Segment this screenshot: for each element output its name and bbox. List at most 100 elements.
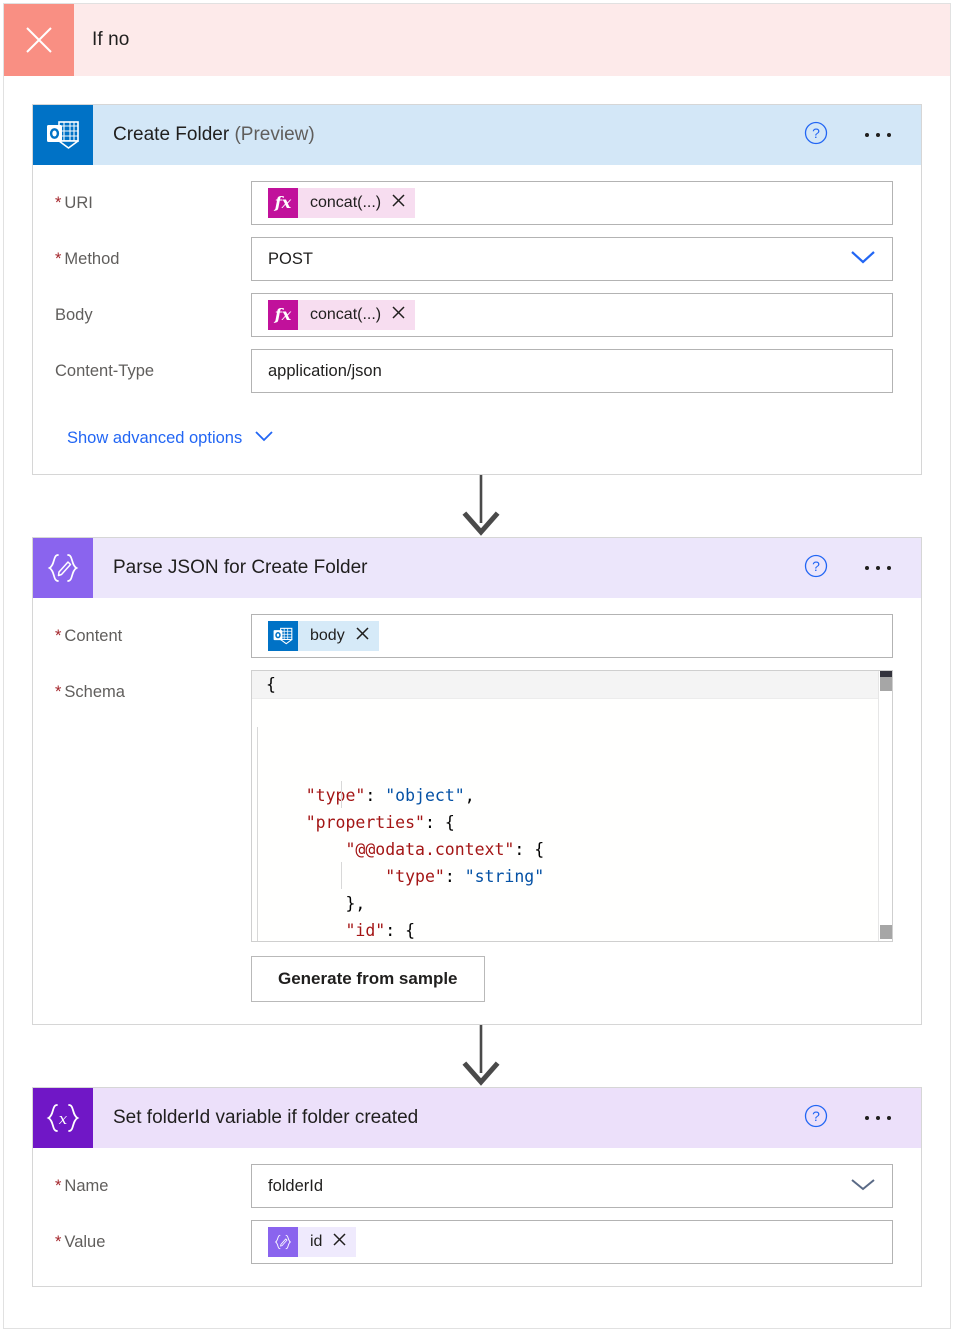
- editor-line: "@@odata.context": {: [266, 836, 892, 863]
- card-create-folder[interactable]: Create Folder (Preview) ? *U: [32, 104, 922, 475]
- schema-json-editor[interactable]: { "type": "object", "properties": { "@@o…: [251, 670, 893, 942]
- help-circle-icon[interactable]: ?: [803, 120, 829, 151]
- if-no-title: If no: [92, 29, 130, 50]
- card-actions-set-variable: ?: [803, 1103, 921, 1134]
- editor-scrollbar[interactable]: [878, 671, 892, 941]
- connector-arrow-2: [4, 1025, 950, 1087]
- editor-code-lines[interactable]: "type": "object", "properties": { "@@oda…: [252, 699, 892, 941]
- generate-from-sample-button[interactable]: Generate from sample: [251, 956, 485, 1002]
- card-title-set-variable: Set folderId variable if folder created: [93, 1107, 803, 1129]
- parse-json-icon: [268, 1227, 298, 1257]
- method-dropdown[interactable]: POST: [251, 237, 893, 281]
- parse-json-icon: [33, 538, 93, 598]
- svg-text:?: ?: [812, 558, 820, 574]
- field-row-name: *Name folderId: [55, 1164, 893, 1208]
- card-parse-json[interactable]: Parse JSON for Create Folder ? *Conten: [32, 537, 922, 1025]
- help-circle-icon[interactable]: ?: [803, 553, 829, 584]
- variable-value-input[interactable]: id: [251, 1220, 893, 1264]
- field-row-method: *Method POST: [55, 237, 893, 281]
- field-control-uri: fx concat(...): [251, 181, 893, 225]
- outlook-icon: [33, 105, 93, 165]
- uri-input[interactable]: fx concat(...): [251, 181, 893, 225]
- remove-token-icon[interactable]: [333, 1233, 346, 1251]
- card-title-preview: (Preview): [234, 124, 315, 145]
- token-label: id: [298, 1227, 357, 1257]
- variable-name-dropdown[interactable]: folderId: [251, 1164, 893, 1208]
- variable-name-value: folderId: [268, 1176, 324, 1195]
- chevron-down-icon[interactable]: [848, 1175, 878, 1198]
- editor-token: "type": [266, 867, 445, 886]
- ellipsis-icon[interactable]: [863, 127, 893, 143]
- editor-token: "@@odata.context": [266, 840, 515, 859]
- field-label-method: *Method: [55, 250, 120, 268]
- card-set-variable[interactable]: x Set folderId variable if folder create…: [32, 1087, 922, 1287]
- field-row-content: *Content: [55, 614, 893, 658]
- body-input[interactable]: fx concat(...): [251, 293, 893, 337]
- show-advanced-options-link[interactable]: Show advanced options: [67, 429, 275, 448]
- token-body[interactable]: body: [268, 621, 379, 651]
- ellipsis-icon[interactable]: [863, 1110, 893, 1126]
- chevron-down-icon[interactable]: [848, 248, 878, 271]
- scrollbar-thumb[interactable]: [880, 677, 892, 691]
- method-value: POST: [268, 249, 313, 268]
- editor-line: "id": {: [266, 917, 892, 941]
- close-branch-button[interactable]: [4, 4, 74, 76]
- indent-guide: [341, 781, 342, 808]
- indent-guide: [341, 862, 342, 889]
- scrollbar-marker-top: [880, 671, 892, 677]
- token-concat-body[interactable]: fx concat(...): [268, 300, 416, 330]
- required-asterisk: *: [55, 194, 62, 212]
- field-control-content: body: [251, 614, 893, 658]
- editor-line: "type": "string": [266, 863, 892, 890]
- editor-token: : {: [424, 813, 455, 832]
- editor-token: "string": [464, 867, 545, 886]
- editor-token: "type": [266, 786, 366, 805]
- chevron-down-icon: [253, 429, 275, 448]
- card-title-text: Set folderId variable if folder created: [113, 1107, 419, 1128]
- card-body-parse-json: *Content: [33, 598, 921, 1024]
- card-header-create-folder[interactable]: Create Folder (Preview) ?: [33, 105, 921, 165]
- field-control-body: fx concat(...): [251, 293, 893, 337]
- editor-token: :: [444, 867, 465, 886]
- card-title-create-folder: Create Folder (Preview): [93, 124, 803, 146]
- card-actions-create-folder: ?: [803, 120, 921, 151]
- editor-token: ,: [464, 786, 475, 805]
- field-row-uri: *URI fx concat(...): [55, 181, 893, 225]
- field-label-name: *Name: [55, 1177, 109, 1195]
- editor-token: "id": [266, 921, 386, 940]
- field-row-content-type: Content-Type application/json: [55, 349, 893, 393]
- content-type-input[interactable]: application/json: [251, 349, 893, 393]
- card-title-text: Parse JSON for Create Folder: [113, 557, 368, 578]
- remove-token-icon[interactable]: [356, 627, 369, 645]
- flow-page: If no Create Folder (Preview: [3, 3, 951, 1329]
- editor-line: },: [266, 890, 892, 917]
- token-label: concat(...): [298, 188, 416, 218]
- required-asterisk: *: [55, 1233, 62, 1251]
- card-header-parse-json[interactable]: Parse JSON for Create Folder ?: [33, 538, 921, 598]
- svg-text:?: ?: [812, 1108, 820, 1124]
- token-label: body: [298, 621, 379, 651]
- editor-token: },: [266, 894, 366, 913]
- required-asterisk: *: [55, 683, 62, 701]
- remove-token-icon[interactable]: [392, 194, 405, 212]
- editor-token: :: [365, 786, 386, 805]
- editor-token: "properties": [266, 813, 425, 832]
- card-header-set-variable[interactable]: x Set folderId variable if folder create…: [33, 1088, 921, 1148]
- editor-line: "properties": {: [266, 809, 892, 836]
- editor-current-line: {: [252, 671, 892, 699]
- scrollbar-marker-bottom: [880, 925, 892, 939]
- indent-guide: [257, 727, 258, 941]
- token-concat-uri[interactable]: fx concat(...): [268, 188, 416, 218]
- help-circle-icon[interactable]: ?: [803, 1103, 829, 1134]
- remove-token-icon[interactable]: [392, 306, 405, 324]
- field-label-content: *Content: [55, 627, 123, 645]
- ellipsis-icon[interactable]: [863, 560, 893, 576]
- editor-token: : {: [385, 921, 416, 940]
- field-label-body: Body: [55, 306, 93, 324]
- content-type-value: application/json: [268, 361, 382, 380]
- field-control-value: id: [251, 1220, 893, 1264]
- token-id[interactable]: id: [268, 1227, 357, 1257]
- field-row-body: Body fx concat(...): [55, 293, 893, 337]
- fx-icon: fx: [268, 300, 298, 330]
- content-input[interactable]: body: [251, 614, 893, 658]
